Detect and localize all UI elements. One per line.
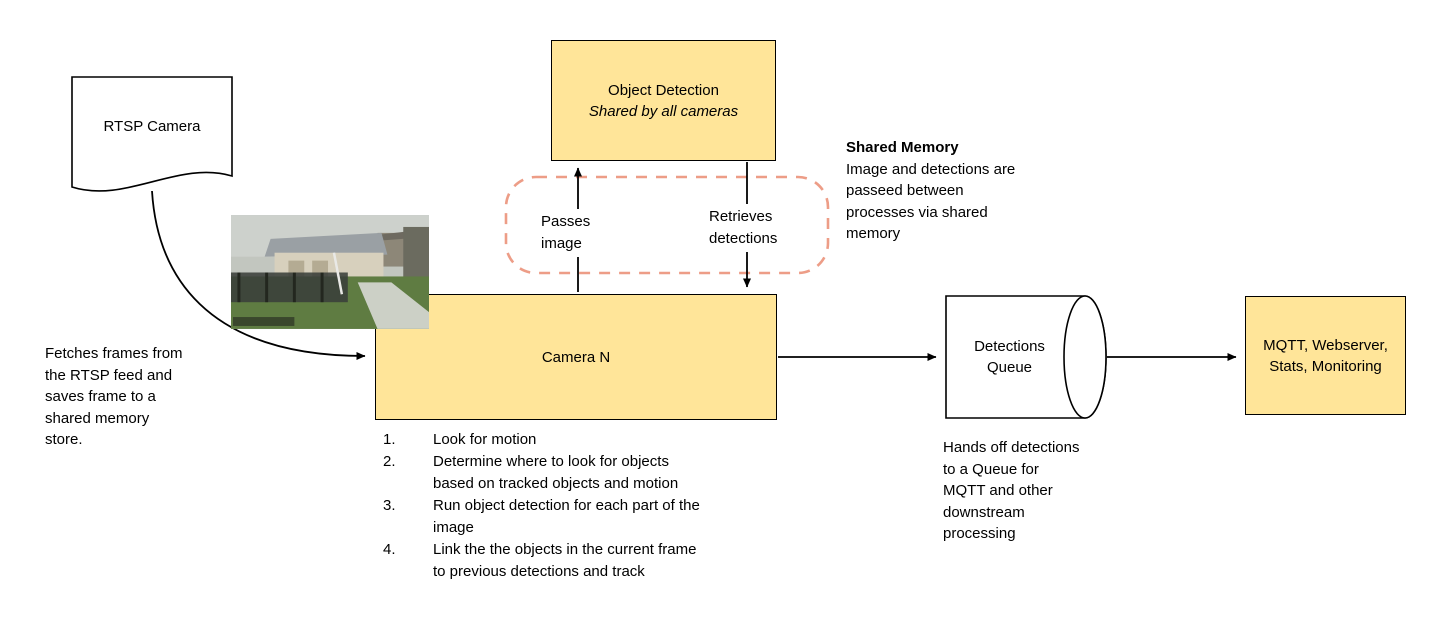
object-detection-box: Object Detection Shared by all cameras bbox=[551, 40, 776, 161]
camera-n-label: Camera N bbox=[541, 348, 611, 366]
list-item: 4. Link the the objects in the current f… bbox=[383, 539, 793, 583]
detections-queue-cylinder bbox=[945, 295, 1107, 419]
shared-memory-note: Shared Memory Image and detections are p… bbox=[846, 137, 1061, 245]
object-detection-title: Object Detection bbox=[608, 81, 719, 99]
arrow-rtsp-to-camera bbox=[151, 190, 366, 360]
fetch-frames-note: Fetches frames from the RTSP feed and sa… bbox=[45, 345, 183, 448]
queue-handoff-note: Hands off detections to a Queue for MQTT… bbox=[943, 439, 1080, 542]
step-text: Look for motion bbox=[433, 431, 537, 448]
step-number: 4. bbox=[383, 541, 396, 558]
shared-memory-note-body: Image and detections are passeed between… bbox=[846, 160, 1016, 243]
passes-image-label: Passes image bbox=[537, 209, 595, 257]
camera-steps-list: 1. Look for motion 2. Determine where to… bbox=[383, 429, 793, 583]
object-detection-subtitle: Shared by all cameras bbox=[588, 102, 739, 120]
list-item: 2. Determine where to look for objects b… bbox=[383, 451, 793, 495]
step-number: 3. bbox=[383, 497, 396, 514]
rtsp-camera-label: RTSP Camera bbox=[103, 117, 201, 135]
step-number: 2. bbox=[383, 453, 396, 470]
step-text: Determine where to look for objects base… bbox=[433, 453, 679, 492]
step-number: 1. bbox=[383, 431, 396, 448]
camera-n-box: Camera N bbox=[375, 294, 777, 420]
step-text: Link the the objects in the current fram… bbox=[433, 541, 697, 580]
step-text: Run object detection for each part of th… bbox=[433, 497, 700, 536]
shared-memory-dashed-outline bbox=[504, 175, 830, 275]
camera-snapshot-image bbox=[231, 215, 429, 329]
rtsp-camera-document-shape bbox=[71, 76, 233, 192]
detections-queue-label: Detections Queue bbox=[974, 338, 1045, 376]
outputs-box: MQTT, Webserver, Stats, Monitoring bbox=[1245, 296, 1406, 415]
camera-snapshot-art bbox=[231, 215, 429, 329]
retrieves-detections-label: Retrieves detections bbox=[705, 204, 782, 252]
list-item: 3. Run object detection for each part of… bbox=[383, 495, 793, 539]
shared-memory-note-title: Shared Memory bbox=[846, 139, 959, 156]
list-item: 1. Look for motion bbox=[383, 429, 793, 451]
